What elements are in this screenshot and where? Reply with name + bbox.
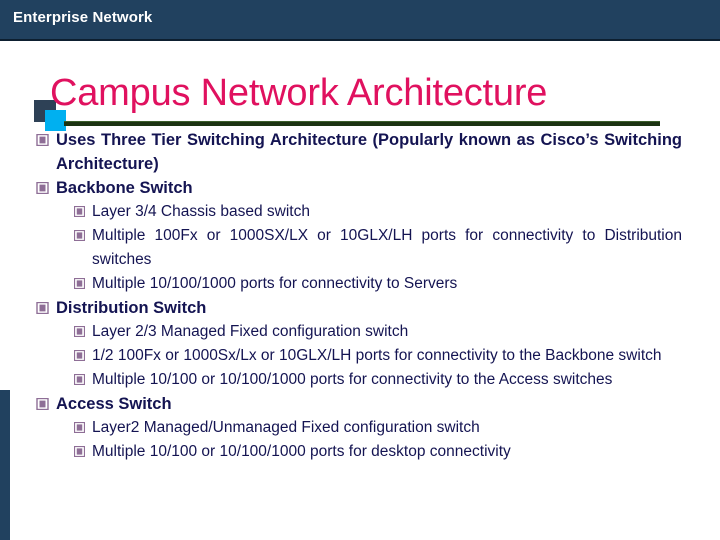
bullet-text: Multiple 10/100 or 10/100/1000 ports for…	[92, 443, 511, 460]
bullet-text: Multiple 100Fx or 1000SX/LX or 10GLX/LH …	[92, 227, 682, 268]
square-window-bullet-icon	[74, 374, 85, 385]
square-window-bullet-icon	[36, 182, 49, 194]
square-window-bullet-icon	[74, 326, 85, 337]
bullet-text: Layer 2/3 Managed Fixed configuration sw…	[92, 323, 409, 340]
decorative-cyan-square	[45, 110, 66, 131]
bullet-item-level-1: Backbone Switch	[36, 176, 682, 200]
bullet-text: Access Switch	[56, 395, 172, 413]
left-accent-bar	[0, 390, 10, 540]
header-title: Enterprise Network	[13, 9, 153, 26]
square-window-bullet-icon	[74, 422, 85, 433]
bullet-item-level-1: Access Switch	[36, 392, 682, 416]
bullet-item-level-2: Layer 3/4 Chassis based switch	[74, 200, 682, 224]
slide-title: Campus Network Architecture	[50, 72, 548, 114]
bullet-item-level-2: Layer2 Managed/Unmanaged Fixed configura…	[74, 416, 682, 440]
square-window-bullet-icon	[74, 446, 85, 457]
bullet-item-level-1: Distribution Switch	[36, 296, 682, 320]
title-underline-rule	[64, 121, 660, 126]
header-bar: Enterprise Network	[0, 0, 720, 41]
bullet-item-level-2: Multiple 10/100 or 10/100/1000 ports for…	[74, 368, 682, 392]
square-window-bullet-icon	[74, 350, 85, 361]
bullet-item-level-2: 1/2 100Fx or 1000Sx/Lx or 10GLX/LH ports…	[74, 344, 682, 368]
square-window-bullet-icon	[74, 278, 85, 289]
bullet-item-level-2: Multiple 10/100/1000 ports for connectiv…	[74, 272, 682, 296]
bullet-text: Backbone Switch	[56, 179, 193, 197]
bullet-text: Distribution Switch	[56, 299, 207, 317]
square-window-bullet-icon	[36, 302, 49, 314]
slide-body-content: Uses Three Tier Switching Architecture (…	[36, 128, 682, 464]
bullet-item-level-2: Multiple 100Fx or 1000SX/LX or 10GLX/LH …	[74, 224, 682, 272]
bullet-item-level-2: Layer 2/3 Managed Fixed configuration sw…	[74, 320, 682, 344]
bullet-text: Multiple 10/100/1000 ports for connectiv…	[92, 275, 458, 292]
bullet-item-level-2: Multiple 10/100 or 10/100/1000 ports for…	[74, 440, 682, 464]
square-window-bullet-icon	[36, 134, 49, 146]
bullet-text: Layer2 Managed/Unmanaged Fixed configura…	[92, 419, 480, 436]
bullet-text: 1/2 100Fx or 1000Sx/Lx or 10GLX/LH ports…	[92, 347, 662, 364]
square-window-bullet-icon	[74, 206, 85, 217]
square-window-bullet-icon	[74, 230, 85, 241]
bullet-text: Uses Three Tier Switching Architecture (…	[56, 131, 682, 173]
bullet-text: Layer 3/4 Chassis based switch	[92, 203, 310, 220]
square-window-bullet-icon	[36, 398, 49, 410]
bullet-item-level-1: Uses Three Tier Switching Architecture (…	[36, 128, 682, 176]
bullet-text: Multiple 10/100 or 10/100/1000 ports for…	[92, 371, 613, 388]
